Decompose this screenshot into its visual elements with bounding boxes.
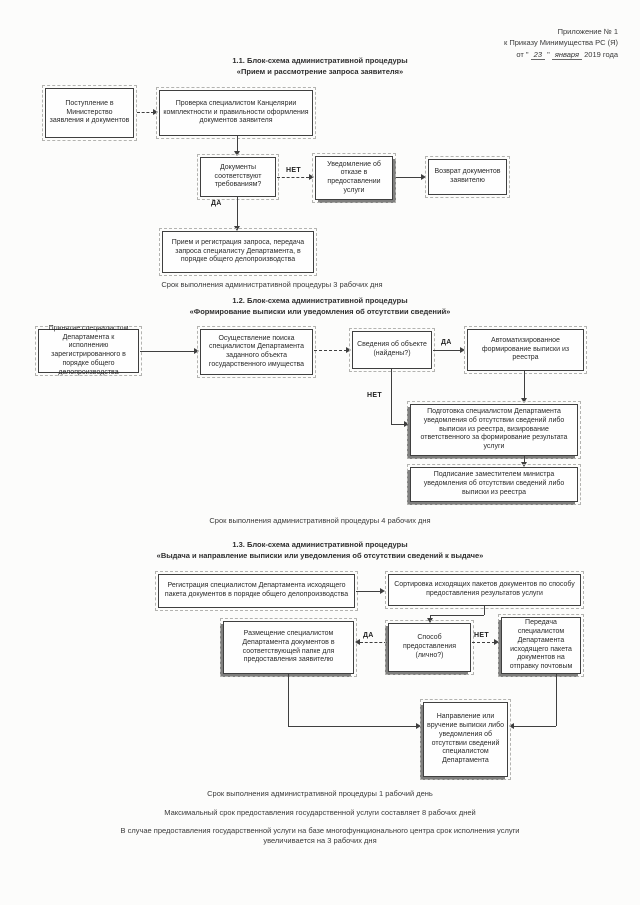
connector	[430, 615, 431, 619]
arrowhead	[404, 421, 409, 427]
flow-node-send-by-mail: Передача специалистом Департамента исход…	[498, 614, 584, 677]
connector	[524, 371, 525, 399]
flow-node-place-in-folder: Размещение специалистом Департамента док…	[220, 618, 357, 677]
section-title-line: «Формирование выписки или уведомления об…	[189, 306, 451, 316]
connector	[433, 350, 461, 351]
footer-max-term-note: Максимальный срок предоставления государ…	[164, 808, 476, 817]
arrowhead	[416, 723, 421, 729]
arrowhead	[427, 618, 433, 623]
document-header: Приложение № 1 к Приказу Минимущества РС…	[504, 26, 618, 60]
flow-node-sort-outgoing-packages: Сортировка исходящих пакетов документов …	[385, 571, 584, 609]
arrowhead	[421, 174, 426, 180]
connector	[472, 642, 495, 643]
connector	[288, 674, 289, 726]
handwritten-day: 23	[530, 49, 546, 60]
label-no: НЕТ	[474, 632, 489, 639]
flow-node-documents-compliant-decision: Документы соответствуют требованиям?	[197, 154, 279, 200]
section-title-line: 1.3. Блок-схема административной процеду…	[232, 540, 408, 549]
flow-node-register-request: Прием и регистрация запроса, передача за…	[159, 228, 317, 276]
section-title-line: «Выдача и направление выписки или уведом…	[156, 550, 484, 560]
section-title-line: 1.1. Блок-схема административной процеду…	[232, 56, 408, 65]
flow-node-refusal-notice: Уведомление об отказе в предоставлении у…	[312, 153, 396, 203]
connector	[391, 424, 405, 425]
flow-node-automated-extract: Автоматизированное формирование выписки …	[464, 326, 587, 374]
footer-mfc-note: В случае предоставления государственной …	[120, 826, 520, 846]
arrowhead	[234, 226, 240, 231]
section-1-2-caption: Срок выполнения административной процеду…	[209, 516, 431, 525]
arrowhead	[309, 174, 314, 180]
flow-node-object-search: Осуществление поиска специалистом Департ…	[197, 326, 316, 378]
connector	[237, 136, 238, 152]
header-order-line: к Приказу Минимущества РС (Я)	[503, 38, 618, 48]
flow-node-deputy-minister-signing: Подписание заместителем министра уведомл…	[407, 464, 581, 505]
date-prefix: от "	[516, 49, 531, 59]
flow-node-return-documents: Возврат документов заявителю	[425, 156, 510, 198]
connector	[237, 197, 238, 227]
arrowhead	[194, 348, 199, 354]
arrowhead	[521, 398, 527, 403]
section-1-2-title: 1.2. Блок-схема административной процеду…	[70, 296, 570, 318]
flow-node-deliver-result: Направление или вручение выписки либо ув…	[420, 699, 511, 780]
flow-node-delivery-method-decision: Способ предоставления (лично?)	[385, 620, 474, 675]
label-yes: ДА	[441, 339, 452, 346]
arrowhead	[380, 588, 385, 594]
flow-node-info-found-decision: Сведения об объекте (найдены?)	[349, 328, 435, 372]
connector	[556, 674, 557, 726]
label-no: НЕТ	[367, 392, 382, 399]
section-1-1-caption: Срок выполнения административной процеду…	[161, 280, 383, 289]
section-1-3-caption: Срок выполнения административной процеду…	[207, 789, 433, 798]
date-mid: "	[545, 49, 552, 59]
section-1-1-title: 1.1. Блок-схема административной процеду…	[70, 56, 570, 78]
flow-node-prepare-result: Подготовка специалистом Департамента уве…	[407, 401, 581, 459]
connector	[524, 456, 525, 463]
connector	[514, 726, 556, 727]
connector	[140, 351, 195, 352]
connector	[137, 112, 154, 113]
arrowhead	[460, 347, 465, 353]
flow-node-clerk-check: Проверка специалистом Канцелярии комплек…	[156, 87, 316, 139]
connector	[484, 606, 485, 615]
flow-node-incoming-application: Поступление в Министерство заявления и д…	[42, 85, 137, 141]
label-yes: ДА	[211, 200, 222, 207]
label-no: НЕТ	[286, 167, 301, 174]
connector	[360, 642, 387, 643]
section-title-line: 1.2. Блок-схема административной процеду…	[232, 296, 408, 305]
arrowhead	[521, 462, 527, 467]
arrowhead	[509, 723, 514, 729]
connector	[356, 591, 381, 592]
connector	[277, 177, 309, 178]
arrowhead	[355, 639, 360, 645]
connector	[396, 177, 422, 178]
connector	[430, 615, 484, 616]
arrowhead	[153, 109, 158, 115]
connector	[391, 369, 392, 424]
flow-node-accept-for-execution: Принятие специалистом Департамента к исп…	[35, 325, 142, 376]
handwritten-month: января	[551, 49, 583, 60]
section-title-line: «Прием и рассмотрение запроса заявителя»	[236, 66, 404, 76]
label-yes: ДА	[363, 632, 374, 639]
flow-node-register-outgoing: Регистрация специалистом Департамента ис…	[155, 571, 358, 611]
header-date-line: от " 23 " января 2019 года	[504, 49, 618, 60]
arrowhead	[346, 347, 351, 353]
arrowhead	[494, 639, 499, 645]
arrowhead	[234, 151, 240, 156]
section-1-3-title: 1.3. Блок-схема административной процеду…	[70, 540, 570, 562]
connector	[288, 726, 417, 727]
connector	[314, 350, 347, 351]
header-appendix-line: Приложение № 1	[557, 27, 618, 36]
date-suffix: 2019 года	[582, 49, 618, 59]
